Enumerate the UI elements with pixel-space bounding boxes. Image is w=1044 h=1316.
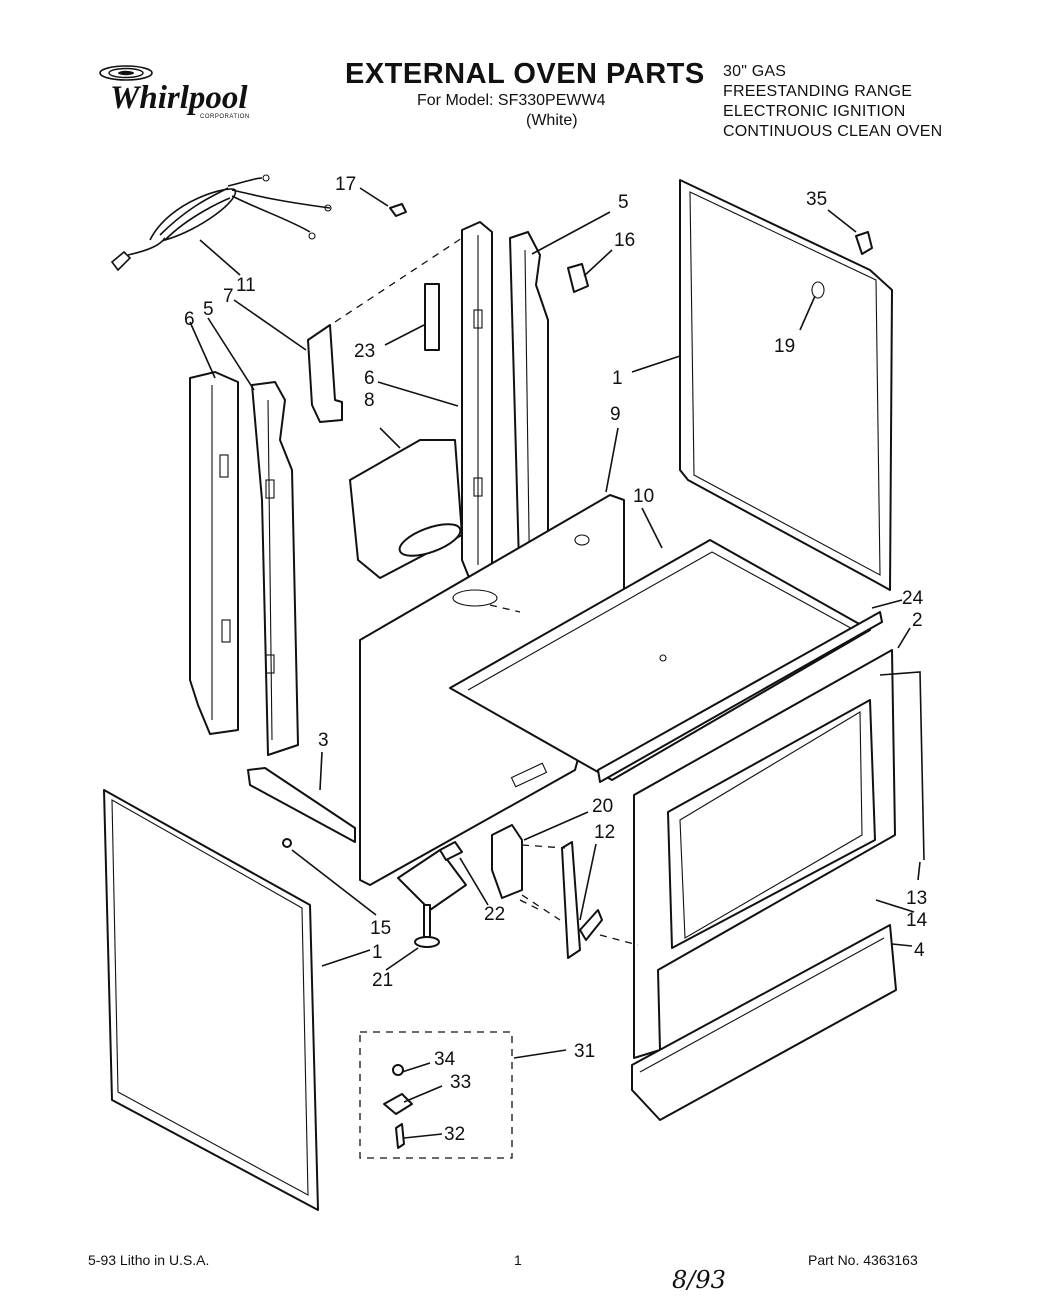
callout-9: 9 <box>610 404 621 425</box>
handwritten-date: 8/93 <box>672 1266 726 1294</box>
product-line-4: CONTINUOUS CLEAN OVEN <box>723 123 943 140</box>
bottom-plate-10-part <box>449 539 871 781</box>
kit-31-box <box>359 1031 513 1159</box>
screw-15-part <box>282 838 292 848</box>
product-line-2: FREESTANDING RANGE <box>723 83 913 100</box>
callout-20: 20 <box>592 796 613 817</box>
callout-3: 3 <box>318 730 329 751</box>
callout-17: 17 <box>335 174 356 195</box>
support-22-part <box>397 841 467 911</box>
callout-22: 22 <box>484 904 505 925</box>
product-line-3: ELECTRONIC IGNITION <box>723 103 906 120</box>
page-title: EXTERNAL OVEN PARTS <box>345 58 705 90</box>
bracket-7-part <box>307 324 343 423</box>
product-line-1: 30" GAS <box>723 63 787 80</box>
callout-8: 8 <box>364 390 375 411</box>
callout-7: 7 <box>223 286 234 307</box>
callout-10: 10 <box>633 486 654 507</box>
left-side-rails <box>189 371 299 756</box>
leg-21-part <box>414 904 440 948</box>
callout-6-mid: 6 <box>364 368 375 389</box>
callout-1-bottom: 1 <box>372 942 383 963</box>
callout-12: 12 <box>594 822 615 843</box>
callout-24: 24 <box>902 588 924 609</box>
brand-name: Whirlpool <box>110 80 248 116</box>
bracket-20-part <box>491 824 523 899</box>
callout-14: 14 <box>906 910 928 931</box>
callout-5-left: 5 <box>203 299 214 320</box>
litho-note: 5-93 Litho in U.S.A. <box>88 1252 210 1268</box>
brand-subtitle: CORPORATION <box>200 114 250 120</box>
callout-2: 2 <box>912 610 923 631</box>
hinge-12-part <box>561 841 603 959</box>
page-number: 1 <box>514 1252 522 1268</box>
callout-6-left: 6 <box>184 309 195 330</box>
leader-lines <box>189 187 921 1139</box>
model-line: For Model: SF330PEWW4 <box>417 92 606 109</box>
side-panel-1-part <box>103 789 319 1211</box>
callout-1-top: 1 <box>612 368 623 389</box>
strip-24-part <box>597 611 883 783</box>
rear-rails <box>461 221 549 616</box>
front-frame-2-part <box>633 649 925 1059</box>
callout-13: 13 <box>906 888 927 909</box>
color-line: (White) <box>526 112 578 129</box>
flue-8-part <box>349 439 463 579</box>
callout-labels: 17 5 16 35 11 6 5 7 23 6 8 19 1 9 10 24 … <box>184 174 928 1145</box>
part-number: Part No. 4363163 <box>808 1252 918 1268</box>
clip-17-part <box>389 203 407 217</box>
power-cord-part <box>110 174 332 272</box>
callout-31: 31 <box>574 1041 595 1062</box>
whirlpool-swirl-icon <box>99 65 153 81</box>
whirlpool-logo <box>96 62 266 120</box>
callout-11: 11 <box>236 275 256 296</box>
kick-panel-4-part <box>631 924 897 1121</box>
callout-21: 21 <box>372 970 393 991</box>
strip-23-part <box>424 283 440 351</box>
callout-34: 34 <box>434 1049 456 1070</box>
callout-4: 4 <box>914 940 925 961</box>
callout-16: 16 <box>614 230 635 251</box>
clip-16-part <box>567 263 589 293</box>
callout-5-top: 5 <box>618 192 629 213</box>
callout-19: 19 <box>774 336 795 357</box>
callout-23: 23 <box>354 341 375 362</box>
callout-15: 15 <box>370 918 391 939</box>
rear-panel-part <box>679 179 893 591</box>
strip-3-part <box>247 767 356 843</box>
callout-33: 33 <box>450 1072 471 1093</box>
callout-35: 35 <box>806 189 827 210</box>
callout-32: 32 <box>444 1124 465 1145</box>
